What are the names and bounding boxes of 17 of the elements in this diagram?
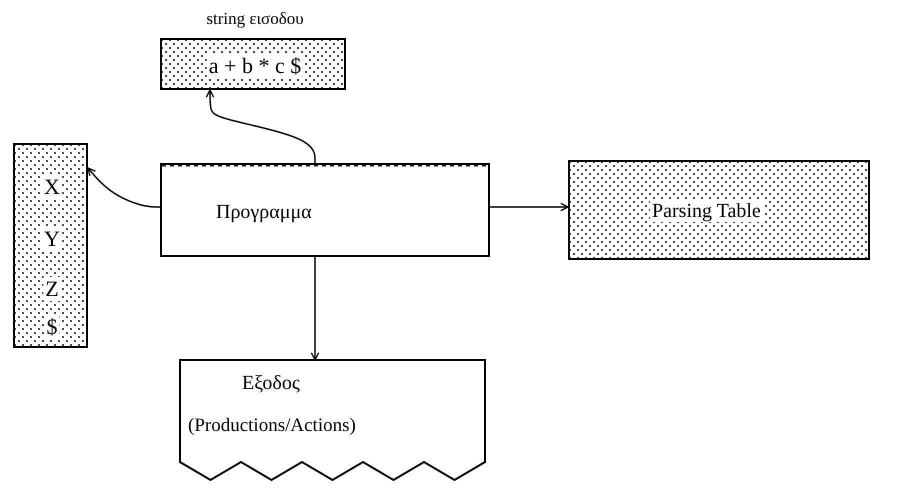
heading: string εισοδου <box>205 10 305 29</box>
stack-symbol: $ <box>44 315 60 340</box>
node-label: Parsing Table <box>650 200 763 222</box>
stack-symbol: X <box>42 175 62 200</box>
arrow <box>87 167 160 208</box>
parsing-table-box <box>568 160 870 260</box>
program-box <box>160 163 490 257</box>
output-document <box>180 360 485 480</box>
arrow <box>310 257 320 361</box>
heading: Εξοδος <box>240 372 302 394</box>
input-string: a + b * c $ <box>206 54 304 78</box>
stack-symbol: Z <box>43 277 61 302</box>
arrow <box>206 89 316 163</box>
stack-symbol: Y <box>42 227 62 252</box>
arrow <box>490 202 569 212</box>
stack-box <box>13 143 88 348</box>
node-label: (Productions/Actions) <box>186 416 358 437</box>
